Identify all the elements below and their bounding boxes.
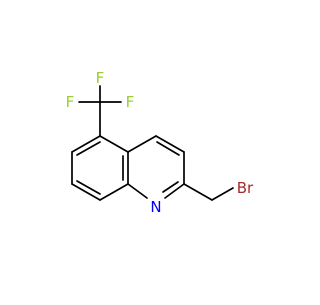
fluorine-label-left: F	[66, 93, 75, 111]
nitrogen-label: N	[150, 198, 161, 216]
bond-double-c2-n1	[162, 181, 179, 193]
structure-canvas: F F F N Br	[66, 69, 254, 216]
bonds-group	[71, 85, 234, 201]
bromine-label: Br	[237, 179, 254, 197]
bond-c4-c3	[155, 135, 185, 153]
bond-c6-c5	[71, 135, 101, 153]
bond-c8-c7	[71, 183, 101, 201]
fluorine-label-right: F	[126, 93, 135, 111]
bond-double-c4-c3	[156, 141, 180, 156]
bond-double-c6-c5	[76, 141, 101, 156]
bond-c8a-c8	[99, 183, 129, 201]
bond-n1-c8a	[127, 183, 148, 199]
bond-c4a-c4	[127, 135, 157, 153]
bond-c5-c4a	[99, 135, 129, 153]
atom-labels: F F F N Br	[66, 69, 254, 216]
bond-double-c8-c7	[76, 180, 101, 195]
bond-c2-n1	[164, 183, 185, 199]
fluorine-label-top: F	[96, 69, 105, 87]
molecule-structure: F F F N Br	[66, 69, 254, 216]
bond-ch2-br	[211, 187, 234, 201]
bond-c2-ch2	[183, 183, 213, 201]
